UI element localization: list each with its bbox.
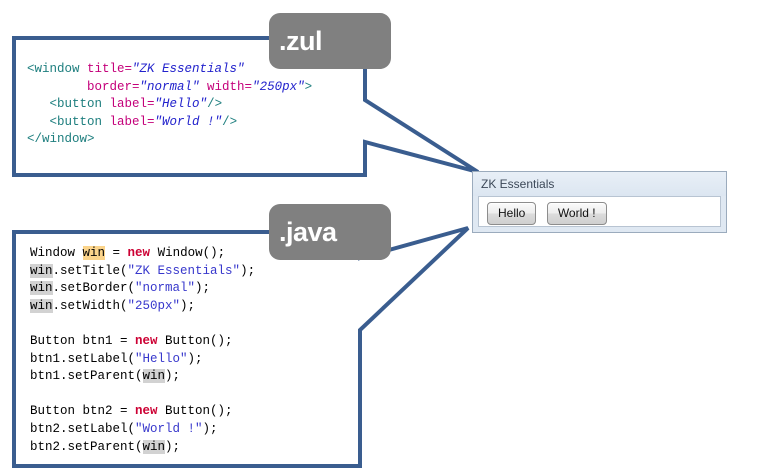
zk-window-titlebar: ZK Essentials [473,172,726,196]
zul-code-token: width= [199,79,253,94]
zul-code-token: > [304,79,313,94]
java-code-line: Button btn1 = new Button(); [30,333,255,351]
java-code-token: "Hello" [135,351,188,366]
java-code-line: Button btn2 = new Button(); [30,403,255,421]
java-code-line: Window win = new Window(); [30,245,255,263]
zul-code-token: "250px" [252,79,305,94]
java-code-token: new [127,246,151,260]
zul-code-token: label= [109,97,155,112]
zk-button-hello[interactable]: Hello [487,202,537,225]
java-code-line: btn1.setLabel("Hello"); [30,351,255,369]
java-code-token: win [142,369,166,384]
zk-window-title: ZK Essentials [481,177,555,191]
java-code-token: new [135,404,158,419]
java-code-line: btn1.setParent(win); [30,368,255,386]
zul-code-token [27,115,50,129]
zul-code-line: <button label="World !"/> [27,114,312,132]
java-code-token: ); [165,439,181,454]
java-code-token: "ZK Essentials" [127,263,241,278]
java-code-token: Window [30,246,83,260]
java-code-line [30,315,255,333]
java-code-token: ); [187,351,203,366]
zul-code-line: </window> [27,131,312,149]
java-code-token: new [135,333,158,348]
java-code-line: win.setWidth("250px"); [30,298,255,316]
java-code-line [30,386,255,404]
java-code-token: ); [240,263,256,278]
zul-code-token: "World !" [154,114,223,129]
zul-code-token: /> [207,97,223,112]
zul-code-token: "normal" [139,79,200,94]
java-code-token: btn2.setParent( [30,439,143,454]
java-code-line: win.setBorder("normal"); [30,280,255,298]
java-code-token: ); [202,421,218,436]
zul-code-token: <window [27,62,88,76]
java-code-token: win [142,439,166,454]
java-code-token: btn1.setParent( [30,369,143,384]
java-code-token: ); [165,369,181,384]
java-code-token: ); [180,298,196,313]
zul-code-token: /> [222,114,238,129]
java-code-token: btn2.setLabel( [30,421,136,436]
java-code-token: Button(); [157,333,233,348]
java-code-token: ); [195,281,211,296]
zul-code-token: "ZK Essentials" [132,62,245,76]
java-code-token: .setBorder( [52,281,136,296]
java-code-token: "normal" [135,281,196,296]
zk-window-body: Hello World ! [478,196,721,227]
java-code-token: win [30,263,53,278]
zul-code-line: <button label="Hello"/> [27,96,312,114]
zul-code-token: <button [49,114,110,129]
zul-code-token: border= [87,79,140,94]
java-code-token: win [30,298,53,313]
zul-code-token: title= [87,62,133,76]
zk-window-widget: ZK Essentials Hello World ! [472,171,727,233]
zul-code-token [27,80,87,94]
java-code-token: "World !" [135,421,203,436]
java-code-token: = [105,246,128,260]
zk-button-world[interactable]: World ! [546,202,607,225]
java-code-token: btn1.setLabel( [30,351,136,366]
java-code-token: "250px" [127,298,181,313]
zul-code-token [27,97,50,111]
java-code-token: Button btn2 = [30,404,136,419]
java-code-token: win [82,246,106,260]
java-code-token: .setWidth( [52,298,128,313]
java-code-token: Button(); [157,404,233,419]
java-file-tab: .java [269,204,391,260]
zul-code-line: border="normal" width="250px"> [27,79,312,97]
java-code-listing: Window win = new Window();win.setTitle("… [30,245,255,456]
zul-code-token: </window> [27,132,95,147]
zul-code-token: label= [109,114,155,129]
zul-code-listing: <window title="ZK Essentials" border="no… [27,61,312,149]
zul-code-token: "Hello" [154,97,208,112]
java-code-token: win [30,281,53,296]
java-file-tab-label: .java [279,216,337,247]
java-code-line: btn2.setParent(win); [30,439,255,457]
java-code-line: btn2.setLabel("World !"); [30,421,255,439]
java-code-token: Button btn1 = [30,333,136,348]
java-code-line: win.setTitle("ZK Essentials"); [30,263,255,281]
java-code-token: Window(); [150,246,226,260]
zul-file-tab: .zul [269,13,391,69]
zul-code-token: <button [49,97,110,112]
java-code-token: .setTitle( [52,263,128,278]
zul-code-line: <window title="ZK Essentials" [27,61,312,79]
zul-file-tab-label: .zul [279,25,323,56]
